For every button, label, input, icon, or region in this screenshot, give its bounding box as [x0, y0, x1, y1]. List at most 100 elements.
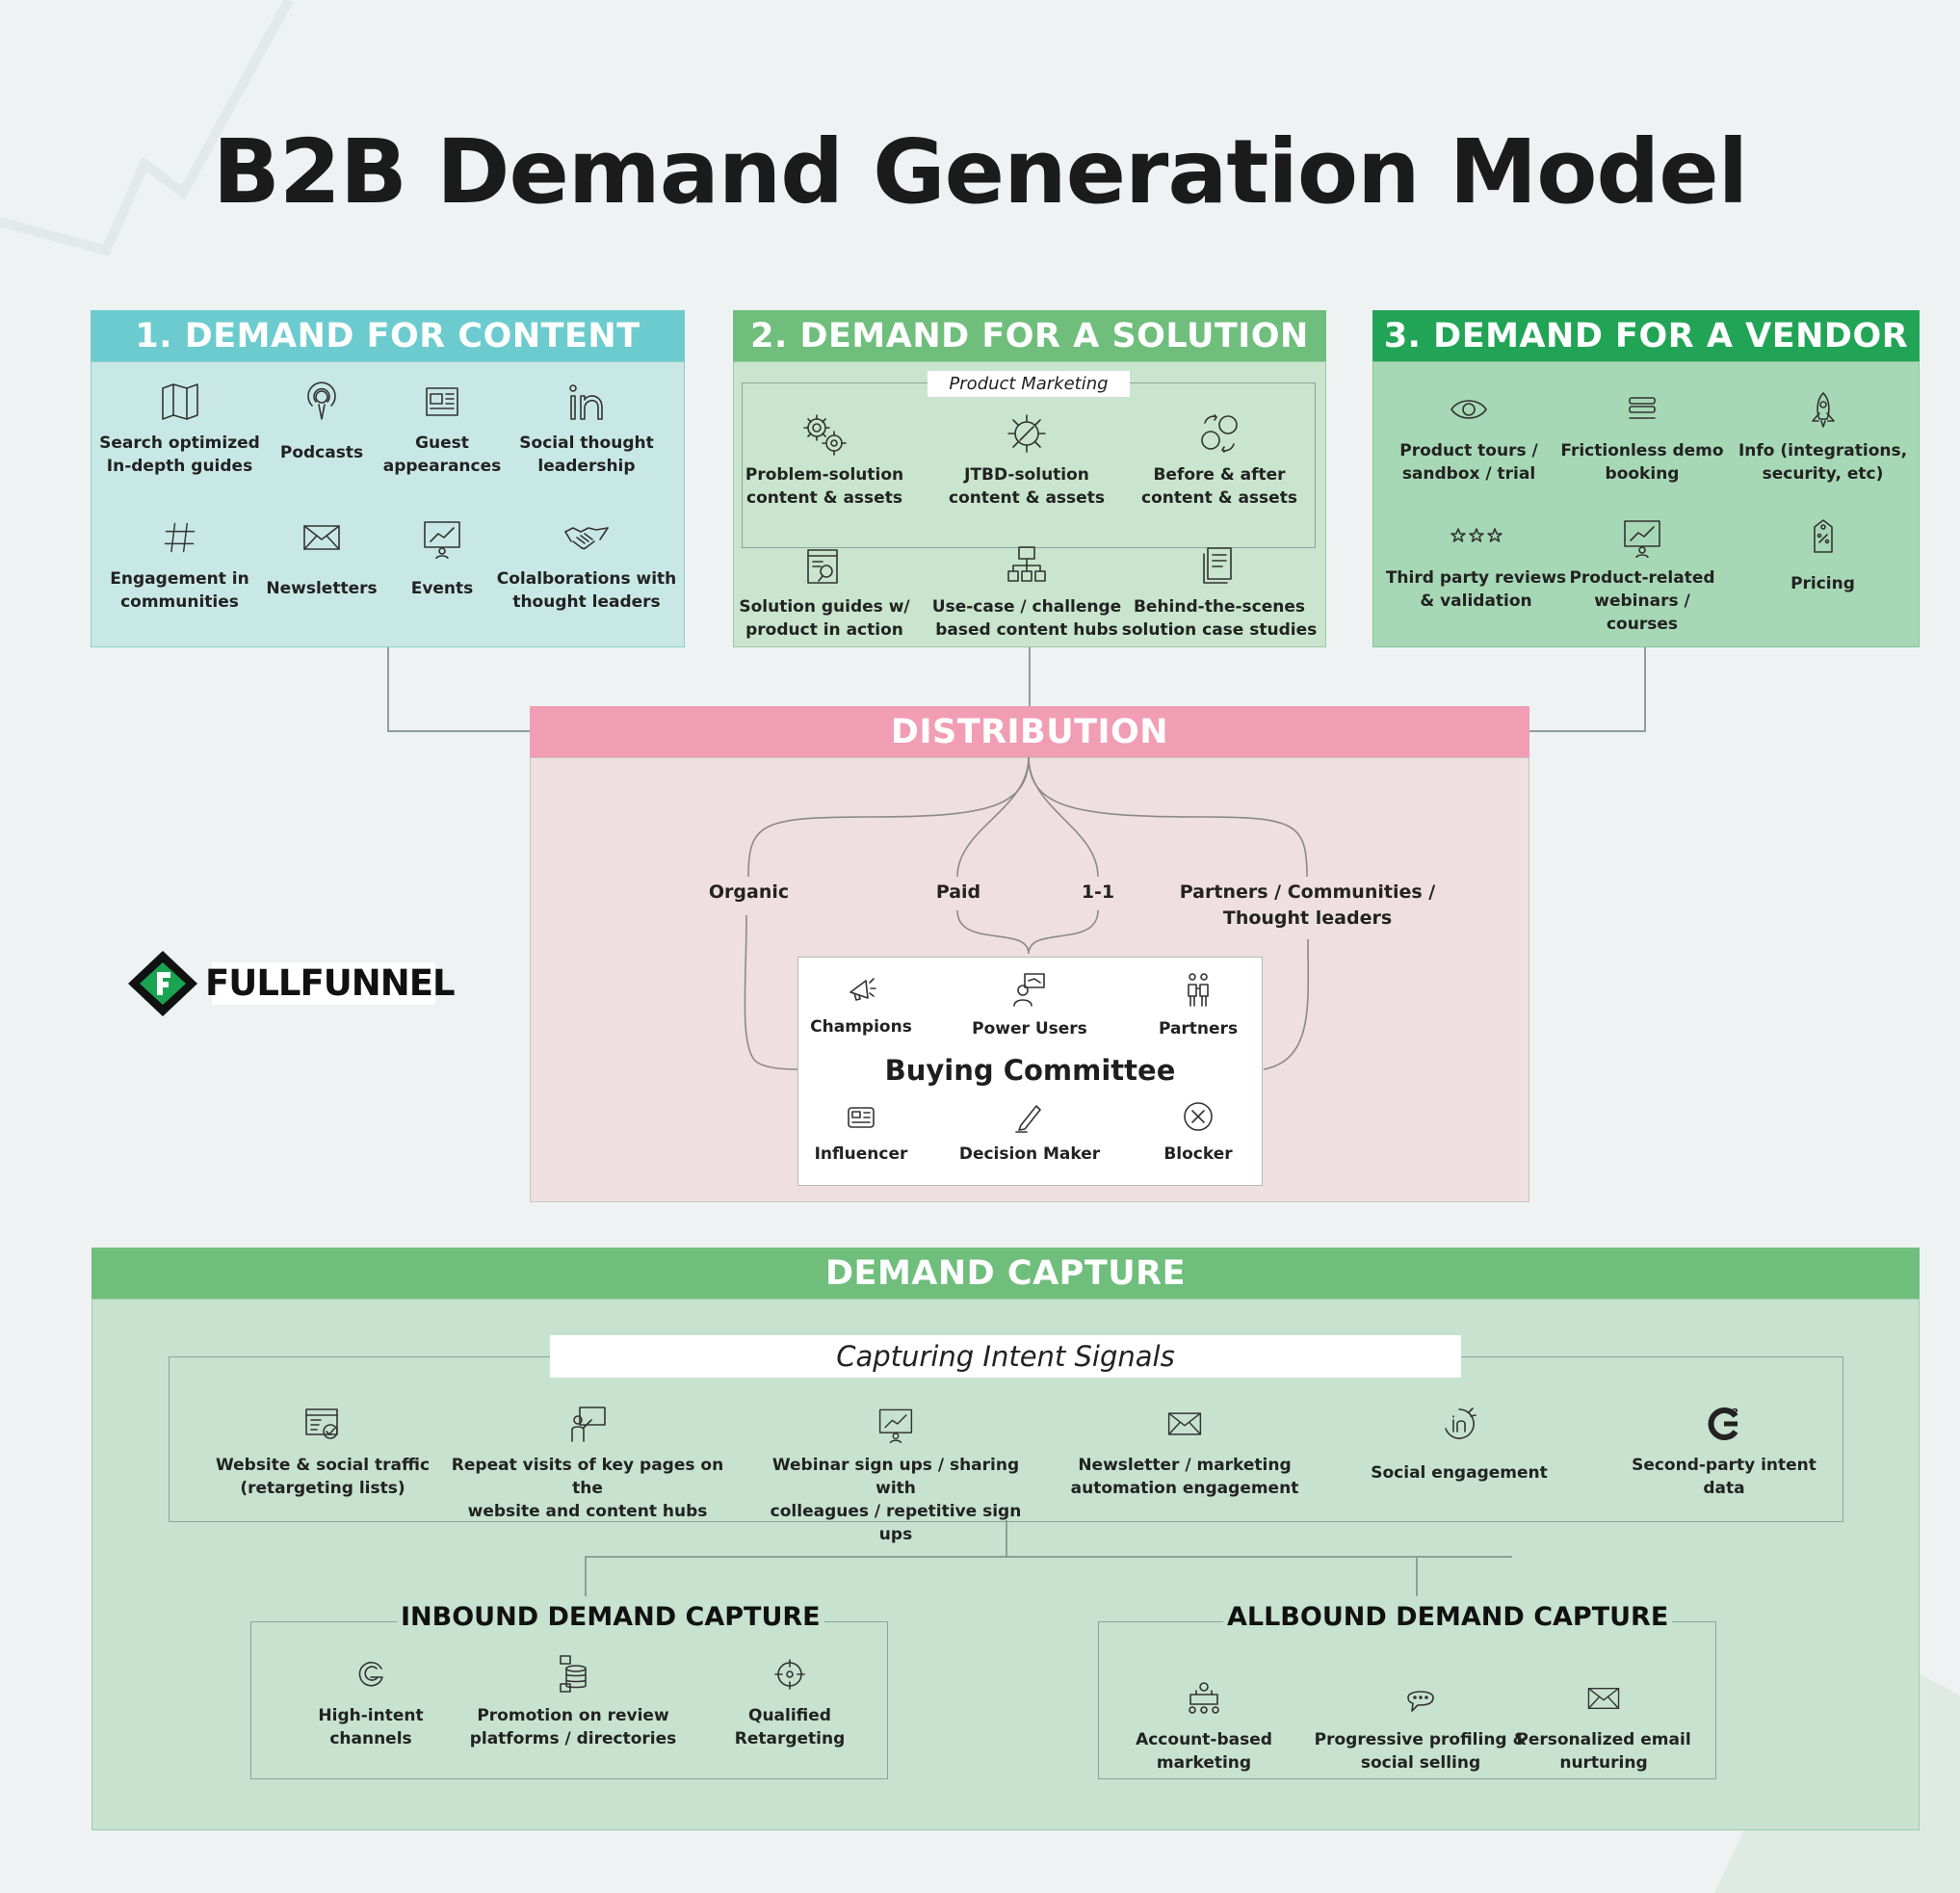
pen-icon	[1015, 1105, 1041, 1133]
distribution-header: DISTRIBUTION	[530, 706, 1529, 757]
role-item: Power Users	[953, 967, 1107, 1040]
solution-body	[733, 361, 1326, 647]
envelope-icon	[303, 525, 340, 550]
connector-line	[585, 1556, 1512, 1558]
connector-line	[1644, 647, 1646, 732]
role-item: Champions	[798, 967, 924, 1039]
map-icon	[161, 383, 198, 420]
signal-item: Repeat visits of key pages on the websit…	[443, 1402, 732, 1523]
signal-item: Website & social traffic (retargeting li…	[202, 1402, 443, 1500]
inbound-item: High-intent channels	[289, 1652, 453, 1750]
g2-icon: 2	[1708, 1407, 1738, 1440]
hub-icon	[1007, 546, 1046, 582]
inbound-item: Promotion on review platforms / director…	[453, 1652, 693, 1750]
vendor-item: Third party reviews & validation	[1377, 514, 1575, 613]
page-title: B2B Demand Generation Model	[212, 120, 1748, 223]
eye-icon	[1450, 400, 1487, 419]
google-icon	[358, 1662, 383, 1687]
rocket-icon	[1811, 392, 1835, 428]
capture-header: DEMAND CAPTURE	[91, 1248, 1920, 1299]
list-icon	[1629, 397, 1656, 419]
chat-icon	[1407, 1691, 1434, 1712]
solution-item: Use-case / challenge based content hubs	[921, 543, 1133, 642]
allbound-item: Account-based marketing	[1112, 1676, 1295, 1775]
signal-item: Social engagement	[1344, 1402, 1575, 1485]
intent-signals-tag: Capturing Intent Signals	[550, 1335, 1461, 1378]
content-body	[91, 361, 685, 647]
fullfunnel-logo-mark	[128, 951, 197, 1016]
influencer-icon	[848, 1107, 875, 1128]
solution-item: Problem-solution content & assets	[743, 411, 906, 510]
channel-one-to-one: 1-1	[1081, 881, 1115, 903]
content-item: Newsletters	[264, 515, 379, 600]
vendor-header: 3. DEMAND FOR A VENDOR	[1372, 310, 1920, 361]
role-item: Influencer	[798, 1094, 924, 1166]
product-marketing-tag: Product Marketing	[928, 371, 1130, 397]
solution-item: Behind-the-scenes solution case studies	[1113, 543, 1325, 642]
channel-partners: Partners / Communities / Thought leaders	[1179, 881, 1436, 929]
svg-text:2: 2	[1732, 1407, 1738, 1418]
allbound-item: Progressive profiling & social selling	[1295, 1676, 1546, 1775]
fullfunnel-logo-text: FULLFUNNEL	[205, 962, 456, 1004]
channel-organic: Organic	[708, 881, 790, 903]
solution-header: 2. DEMAND FOR A SOLUTION	[733, 310, 1326, 361]
blocker-icon	[1184, 1102, 1213, 1131]
role-item: Decision Maker	[953, 1094, 1107, 1166]
buying-committee-title: Buying Committee	[884, 1054, 1176, 1087]
allbound-header: ALLBOUND DEMAND CAPTURE	[1223, 1602, 1673, 1632]
stars-icon	[1450, 528, 1503, 542]
guide-icon	[807, 549, 838, 584]
solution-item: Before & after content & assets	[1123, 411, 1316, 510]
content-item: Social thought leadership	[495, 380, 678, 478]
power-user-icon	[1013, 973, 1045, 1007]
gears-icon	[803, 414, 847, 456]
social-icon	[1445, 1407, 1477, 1439]
megaphone-icon	[849, 978, 876, 1001]
inbound-header: INBOUND DEMAND CAPTURE	[397, 1602, 824, 1632]
signal-item: Newsletter / marketing automation engage…	[1055, 1402, 1315, 1500]
content-item: Guest appearances	[370, 380, 514, 478]
content-item: Podcasts	[264, 380, 379, 464]
fullfunnel-logo: FULLFUNNEL	[120, 949, 456, 1018]
connector-line	[1029, 647, 1031, 707]
connector-line	[387, 647, 389, 732]
hashtag-icon	[164, 522, 195, 553]
document-icon	[1203, 547, 1232, 584]
role-item: Blocker	[1136, 1094, 1261, 1166]
role-item: Partners	[1136, 967, 1261, 1040]
content-item: Colalborations with thought leaders	[495, 515, 678, 614]
connector-line	[387, 730, 532, 732]
webinar-icon	[1624, 520, 1660, 558]
inbound-item: Qualified Retargeting	[708, 1652, 872, 1750]
vendor-item: Product tours / sandbox / trial	[1377, 387, 1560, 486]
buying-committee-box: Champions Power Users Partners Buying Co…	[797, 957, 1263, 1186]
envelope-icon	[1587, 1687, 1620, 1710]
handshake-icon	[564, 527, 609, 550]
web-traffic-icon	[305, 1408, 338, 1439]
solution-panel: 2. DEMAND FOR A SOLUTION Product Marketi…	[733, 310, 1326, 647]
meeting-icon	[1189, 1682, 1219, 1714]
signal-item: Webinar sign ups / sharing with colleagu…	[751, 1402, 1040, 1546]
linkedin-icon	[569, 384, 603, 420]
content-item: Search optimized In-depth guides	[95, 380, 264, 478]
solution-item: Solution guides w/ product in action	[733, 543, 916, 642]
vendor-item: Product-related webinars / courses	[1560, 514, 1724, 636]
presentation-icon	[424, 521, 460, 559]
envelope-icon	[1167, 1412, 1202, 1435]
content-panel: 1. DEMAND FOR CONTENT Search optimized I…	[91, 310, 685, 647]
connector-line	[585, 1556, 587, 1596]
capture-panel: DEMAND CAPTURE Capturing Intent Signals …	[91, 1248, 1920, 1830]
stack-icon	[560, 1655, 587, 1693]
teacher-board-icon	[571, 1407, 606, 1442]
connector-line	[1006, 1520, 1007, 1557]
vendor-panel: 3. DEMAND FOR A VENDOR Product tours / s…	[1372, 310, 1920, 647]
tools-icon	[1007, 414, 1046, 453]
connector-line	[1416, 1556, 1418, 1596]
vendor-item: Pricing	[1729, 514, 1917, 595]
content-item: Events	[370, 515, 514, 600]
webinar-icon	[878, 1408, 913, 1443]
content-header: 1. DEMAND FOR CONTENT	[91, 310, 685, 361]
content-item: Engagement in communities	[95, 515, 264, 614]
capture-body	[91, 1299, 1920, 1830]
